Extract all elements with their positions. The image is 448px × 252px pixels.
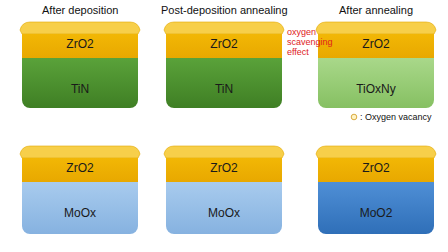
- layer-label: TiN: [71, 82, 89, 96]
- layer-label: ZrO2: [66, 161, 93, 175]
- vacancy-symbol: [350, 113, 358, 121]
- layer-label: MoOx: [64, 206, 96, 220]
- top-faces: [20, 22, 436, 158]
- oxide-layer: ZrO2: [318, 34, 434, 58]
- layer-label: MoO2: [360, 206, 393, 220]
- electrode-layer: MoO2: [318, 182, 434, 234]
- layer-label: ZrO2: [210, 161, 237, 175]
- layer-label: ZrO2: [362, 161, 389, 175]
- layer-label: ZrO2: [66, 37, 93, 51]
- electrode-layer: TiOxNy: [318, 58, 434, 108]
- oxide-layer: ZrO2: [166, 34, 282, 58]
- electrode-layer: MoOx: [22, 182, 138, 234]
- layer-label: TiOxNy: [356, 82, 396, 96]
- layer-label: ZrO2: [210, 37, 237, 51]
- stage-heading: Post-deposition annealing: [161, 4, 288, 16]
- legend-entry: : Oxygen vacancy: [350, 112, 432, 122]
- layer-label: ZrO2: [362, 37, 389, 51]
- stage-heading: After annealing: [339, 4, 413, 16]
- electrode-layer: TiN: [166, 58, 282, 108]
- effect-note: oxygen scavenging effect: [287, 28, 353, 58]
- electrode-layer: MoOx: [166, 182, 282, 234]
- oxide-layer: ZrO2: [166, 158, 282, 182]
- electrode-layer: TiN: [22, 58, 138, 108]
- layer-label: TiN: [215, 82, 233, 96]
- layer-label: MoOx: [208, 206, 240, 220]
- stage-heading: After deposition: [42, 4, 118, 16]
- oxide-layer: ZrO2: [22, 158, 138, 182]
- oxide-layer: ZrO2: [318, 158, 434, 182]
- legend-text: : Oxygen vacancy: [360, 112, 432, 122]
- oxide-layer: ZrO2: [22, 34, 138, 58]
